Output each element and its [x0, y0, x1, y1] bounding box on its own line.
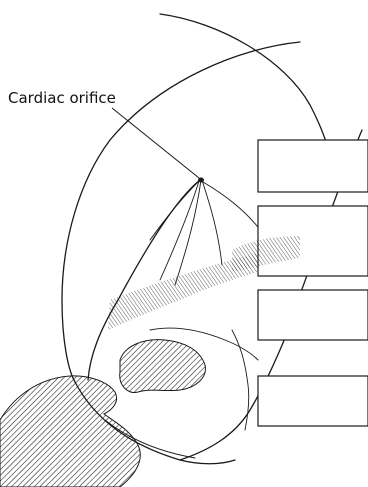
retractor-blade-3: [258, 290, 368, 340]
hatched-tissue-mass: [120, 340, 206, 393]
mucosal-fold-2: [175, 180, 201, 285]
cardiac-orifice-label: Cardiac orifice: [8, 89, 116, 107]
hatched-hand: [0, 376, 140, 487]
mucosal-fold-1: [160, 178, 200, 280]
retractor-blade-4: [258, 376, 368, 426]
mucosal-fold-4: [203, 182, 262, 232]
cardiac-orifice-mark: [198, 178, 204, 183]
retractor-blade-1: [258, 140, 368, 192]
label-leader-line: [112, 108, 199, 178]
